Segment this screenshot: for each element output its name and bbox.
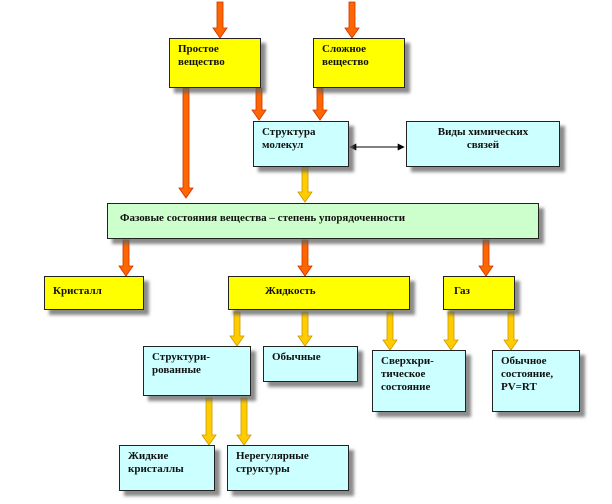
arrow-into-simple-substance <box>212 1 228 39</box>
arrow-complex-to-molecule-structure <box>312 87 328 121</box>
node-complex-substance: Сложное вещество <box>313 38 405 88</box>
node-chemical-bonds: Виды химических связей <box>406 121 560 167</box>
arrow-simple-to-molecule-structure <box>251 87 267 121</box>
node-ordinary: Обычные <box>263 346 358 382</box>
arrow-gas-to-supercritical <box>443 311 459 351</box>
node-irregular-structures: Нерегулярные структуры <box>227 445 349 491</box>
arrow-phase-states-to-liquid <box>297 239 313 277</box>
arrow-gas-to-ordinary-state <box>503 311 519 351</box>
arrow-simple-to-phase-states <box>178 87 194 199</box>
node-simple-substance: Простое вещество <box>169 38 261 88</box>
arrow-structured-to-liquid-crystals <box>201 397 217 446</box>
arrow-structured-to-irregular-structures <box>236 397 252 446</box>
node-crystals: Кристалл <box>44 276 144 310</box>
arrow-molecule-structure-to-phase-states <box>297 166 313 203</box>
node-liquid-crystals: Жидкие кристаллы <box>119 445 215 491</box>
arrow-into-complex-substance <box>344 1 360 39</box>
node-phase-states: Фазовые состояния вещества – степень упо… <box>107 203 539 239</box>
node-gas: Газ <box>443 276 515 310</box>
node-ordinary-state: Обычное состояние, PV=RT <box>492 350 580 412</box>
arrow-liquid-to-supercritical <box>382 311 398 351</box>
node-molecule-structure: Структура молекул <box>253 121 349 167</box>
node-liquid: Жидкость <box>228 276 410 310</box>
arrow-phase-states-to-gas <box>478 239 494 277</box>
arrow-liquid-to-structured <box>229 311 245 347</box>
node-supercritical: Сверхкри- тическое состояние <box>372 350 466 412</box>
node-structured: Структури- рованные <box>143 346 251 396</box>
arrow-phase-states-to-crystals <box>118 239 134 277</box>
arrow-liquid-to-ordinary <box>297 311 313 347</box>
